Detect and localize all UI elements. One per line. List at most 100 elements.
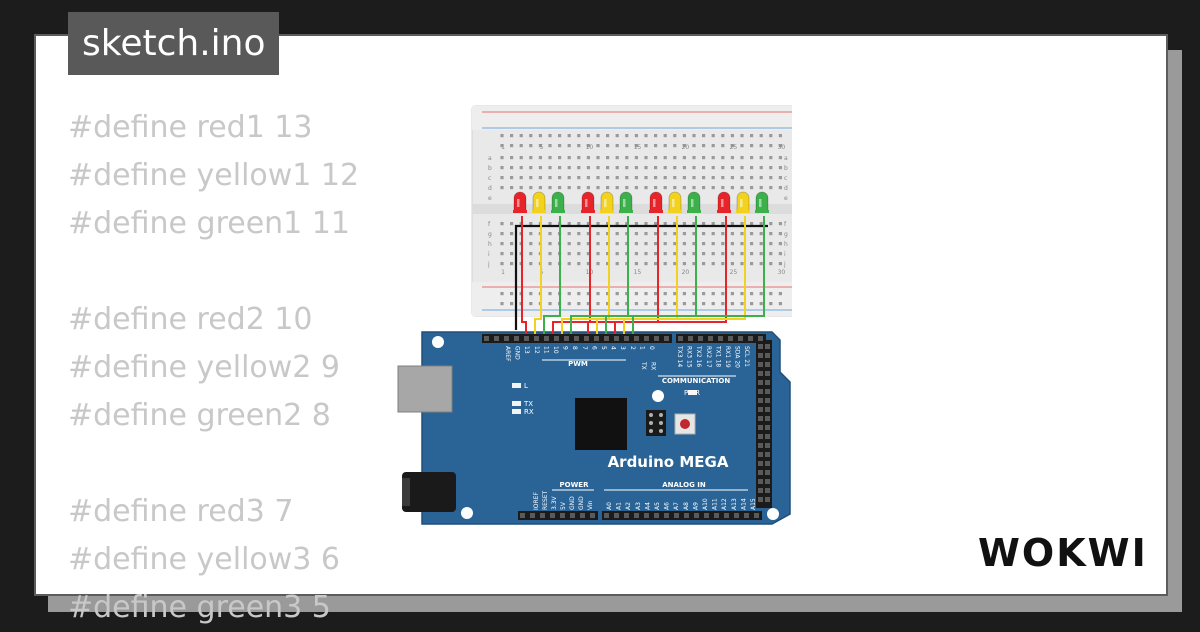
breadboard-column-number: 1 xyxy=(501,269,505,276)
analog-in-label: ANALOG IN xyxy=(662,481,706,489)
breadboard-row-letter: j xyxy=(783,261,786,268)
pin-label: AREF xyxy=(504,346,511,362)
led-green[interactable] xyxy=(755,191,769,213)
led-green[interactable] xyxy=(619,191,633,213)
pin-label: A13 xyxy=(731,498,738,510)
pin-label: 12 xyxy=(533,346,540,354)
led-tx-label: TX xyxy=(523,400,533,408)
breadboard-column-number: 10 xyxy=(586,144,594,151)
arduino-mega-board[interactable]: PWM COMMUNICATION POWER ANALOG IN Arduin… xyxy=(397,331,791,525)
code-line: #define red2 10 xyxy=(68,302,313,337)
led-yellow[interactable] xyxy=(600,191,614,213)
pin-label: SDA 20 xyxy=(734,346,741,368)
pin-label: 10 xyxy=(552,346,559,354)
pin-label: A15 xyxy=(750,498,757,510)
pin-label: IOREF xyxy=(533,492,540,510)
pin-label: TX2 16 xyxy=(695,345,702,367)
ground-wire[interactable] xyxy=(514,224,768,330)
led-rx-label: RX xyxy=(524,408,534,416)
pin-label: TX1 18 xyxy=(714,345,721,367)
led-red[interactable] xyxy=(581,191,595,213)
led-wire-yellow[interactable] xyxy=(623,216,746,334)
led-wire-red[interactable] xyxy=(521,216,527,334)
breadboard-row-letter: h xyxy=(784,241,788,248)
pin-label: A0 xyxy=(606,502,613,510)
led-wire-red[interactable] xyxy=(614,216,727,334)
pin-label: 5 xyxy=(600,346,607,350)
pin-label: A14 xyxy=(740,498,747,510)
breadboard-column-number: 30 xyxy=(778,144,786,151)
led-yellow[interactable] xyxy=(736,191,750,213)
power-label: POWER xyxy=(560,481,590,489)
breadboard-column-number: 15 xyxy=(634,144,642,151)
pin-label: A8 xyxy=(683,502,690,510)
led-l-label: L xyxy=(524,382,528,390)
pin-label: 2 xyxy=(629,346,636,350)
file-tab[interactable]: sketch.ino xyxy=(68,12,280,75)
led-wire-green[interactable] xyxy=(632,216,765,334)
breadboard-row-letter: f xyxy=(488,221,491,228)
pin-label: GND xyxy=(514,346,521,360)
pin-label: A7 xyxy=(673,502,680,510)
leds[interactable] xyxy=(513,191,769,213)
code-line: #define red1 13 xyxy=(68,110,313,145)
breadboard-column-number: 5 xyxy=(539,144,543,151)
led-green[interactable] xyxy=(551,191,565,213)
communication-label: COMMUNICATION xyxy=(662,377,731,385)
pwm-label: PWM xyxy=(568,360,588,368)
pin-label: A2 xyxy=(625,502,632,510)
led-wire-green[interactable] xyxy=(570,216,629,334)
led-yellow[interactable] xyxy=(532,191,546,213)
led-red[interactable] xyxy=(649,191,663,213)
pin-label: A10 xyxy=(702,498,709,510)
led-pwr-indicator xyxy=(688,390,697,395)
pin-label: 3.3V xyxy=(551,495,558,510)
pin-label: 11 xyxy=(542,346,549,354)
code-line: #define yellow1 12 xyxy=(68,158,360,193)
analog-header[interactable] xyxy=(602,511,762,520)
power-header[interactable] xyxy=(518,511,598,520)
breadboard-row-letter: e xyxy=(784,195,788,202)
pin-label: GND xyxy=(569,496,576,510)
breadboard-row-letter: i xyxy=(488,251,490,258)
led-green[interactable] xyxy=(687,191,701,213)
breadboard-row-letter: b xyxy=(488,165,492,172)
breadboard-column-number: 20 xyxy=(682,144,690,151)
breadboard-row-letter: g xyxy=(784,231,788,238)
breadboard-row-letter: i xyxy=(784,251,786,258)
power-jack xyxy=(402,472,456,512)
microcontroller-chip xyxy=(575,398,627,450)
led-red[interactable] xyxy=(513,191,527,213)
pin-label: A4 xyxy=(644,502,651,510)
led-red[interactable] xyxy=(717,191,731,213)
pin-label: 7 xyxy=(581,346,588,350)
breadboard-row-letter: j xyxy=(487,261,490,268)
pin-label: TX3 14 xyxy=(676,345,683,367)
led-wire-yellow[interactable] xyxy=(534,216,542,334)
wires[interactable] xyxy=(514,216,768,334)
breadboard-row-letter: f xyxy=(784,221,787,228)
led-wire-green[interactable] xyxy=(543,216,561,334)
code-line: #define green1 11 xyxy=(68,206,350,241)
pin-label: 4 xyxy=(610,346,617,350)
breadboard-row-letter: d xyxy=(784,185,788,192)
pin-label: Vin xyxy=(587,500,594,510)
led-wire-yellow[interactable] xyxy=(561,216,610,334)
code-line xyxy=(68,440,359,488)
pin-label: 5V xyxy=(560,501,567,510)
breadboard-row-letter: d xyxy=(488,185,492,192)
pin-label: SCL 21 xyxy=(743,346,750,367)
breadboard-row-letter: a xyxy=(488,155,492,162)
led-yellow[interactable] xyxy=(668,191,682,213)
breadboard-column-number: 25 xyxy=(730,269,738,276)
pin-label: TX xyxy=(640,361,647,370)
code-preview: #define red1 13 #define yellow1 12 #define… xyxy=(68,104,359,632)
pin-label: 13 xyxy=(523,346,530,354)
pin-label: RESET xyxy=(542,490,549,510)
pin-label: GND xyxy=(578,496,585,510)
code-line: #define red3 7 xyxy=(68,494,294,529)
pwr-label: PWR xyxy=(684,389,700,397)
code-line: #define yellow3 6 xyxy=(68,542,341,577)
